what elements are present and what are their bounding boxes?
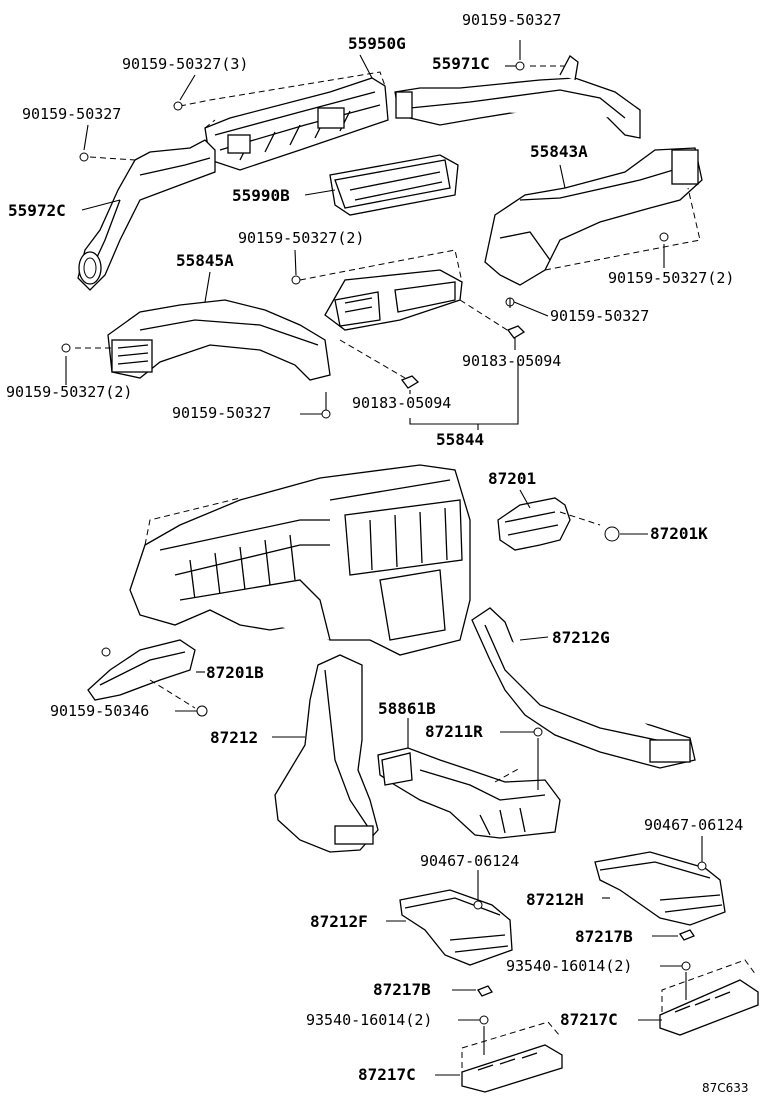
- clip-90183-05094-mid: [400, 375, 420, 389]
- part-87217C-left-drawing: [461, 1044, 563, 1093]
- label-55845A: 55845A: [176, 251, 234, 270]
- label-87201K: 87201K: [650, 524, 708, 543]
- label-58861B: 58861B: [378, 699, 436, 718]
- clip-87217B-right: [679, 929, 695, 941]
- label-90159-50327-bottom: 90159-50327: [172, 404, 272, 422]
- part-87212H-drawing: [594, 851, 726, 926]
- label-55990B: 55990B: [232, 186, 290, 205]
- label-55844: 55844: [436, 430, 485, 449]
- label-90159-50346: 90159-50346: [50, 702, 150, 720]
- part-87201B-drawing: [87, 639, 196, 701]
- label-reference-code: 87C633: [702, 1081, 749, 1095]
- part-55950G-drawing: [204, 77, 389, 171]
- part-87201-drawing: [497, 497, 571, 551]
- part-87212F-drawing: [399, 889, 513, 966]
- label-55972C: 55972C: [8, 201, 66, 220]
- label-90183-05094-right: 90183-05094: [462, 352, 562, 370]
- label-93540-16014-2-right: 93540-16014(2): [506, 957, 633, 975]
- label-90159-50327-2-right: 90159-50327(2): [608, 269, 735, 287]
- dash-87201: [559, 511, 601, 526]
- dash-87217C-right: [661, 959, 757, 1012]
- label-87212H: 87212H: [526, 890, 584, 909]
- label-87217B-left: 87217B: [373, 980, 431, 999]
- label-55971C: 55971C: [432, 54, 490, 73]
- bolts: [61, 61, 707, 1025]
- part-87212G-drawing: [471, 607, 696, 769]
- dash-58861B: [494, 767, 521, 783]
- leader-lines: [65, 40, 703, 1076]
- part-58861B-drawing: [377, 747, 561, 839]
- label-90467-06124-mid: 90467-06124: [420, 852, 520, 870]
- dash-55972C: [89, 156, 136, 161]
- label-87212: 87212: [210, 728, 259, 747]
- part-55844-drawing: [324, 269, 463, 331]
- label-87211R: 87211R: [425, 722, 483, 741]
- label-55843A: 55843A: [530, 142, 588, 161]
- dash-55844-b: [339, 299, 516, 379]
- part-55972C-drawing: [77, 139, 216, 291]
- part-87217C-right-drawing: [659, 979, 759, 1036]
- label-87201: 87201: [488, 469, 537, 488]
- part-55971C-drawing: [394, 55, 641, 139]
- part-55843A-drawing: [484, 147, 703, 286]
- clip-87217B-left: [477, 985, 493, 997]
- dash-55844-a: [299, 249, 463, 283]
- dash-87217C-left: [461, 1021, 561, 1068]
- label-90159-50327-2-mid: 90159-50327(2): [238, 229, 365, 247]
- label-93540-16014-2-left: 93540-16014(2): [306, 1011, 433, 1029]
- label-90467-06124-right: 90467-06124: [644, 816, 744, 834]
- dash-55950G-b: [204, 119, 216, 129]
- dash-55843A: [544, 187, 701, 271]
- part-heater-unit-drawing: [129, 464, 471, 656]
- label-87201B: 87201B: [206, 663, 264, 682]
- part-87212-drawing: [274, 654, 379, 853]
- part-55990B-drawing: [329, 154, 459, 216]
- dash-87201B: [149, 679, 196, 709]
- label-90159-50327-right: 90159-50327: [550, 307, 650, 325]
- label-87217B-right: 87217B: [575, 927, 633, 946]
- label-87217C-right: 87217C: [560, 1010, 618, 1029]
- dash-heater: [144, 497, 241, 546]
- label-87212G: 87212G: [552, 628, 610, 647]
- label-90159-50327-top: 90159-50327: [462, 11, 562, 29]
- label-87212F: 87212F: [310, 912, 368, 931]
- label-90159-50327-3: 90159-50327(3): [122, 55, 249, 73]
- label-90159-50327-2-left: 90159-50327(2): [6, 383, 133, 401]
- label-90183-05094-mid: 90183-05094: [352, 394, 452, 412]
- label-90159-50327-left: 90159-50327: [22, 105, 122, 123]
- dash-55950G: [179, 71, 386, 107]
- part-55845A-drawing: [107, 299, 331, 381]
- clip-90183-05094-right: [506, 325, 526, 339]
- label-87217C-left: 87217C: [358, 1065, 416, 1084]
- label-55950G: 55950G: [348, 34, 406, 53]
